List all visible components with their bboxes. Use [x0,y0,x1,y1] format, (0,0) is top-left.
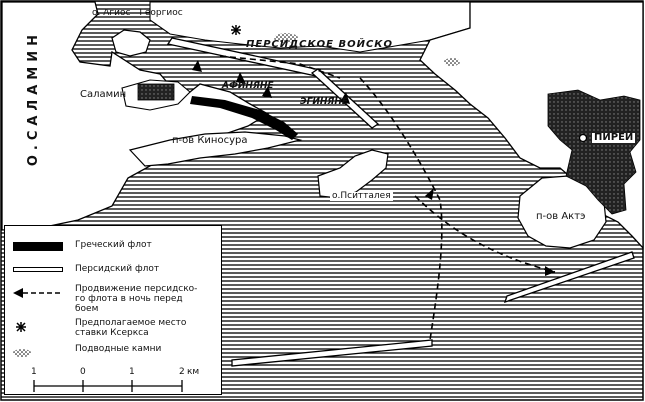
psittalia-label: о.Пситталея [330,191,393,201]
legend-label: Продвижение персидско- го флота в ночь п… [75,284,198,314]
agios-georgios-islet [111,29,151,57]
greek-fleet [190,96,298,140]
scale-unit: км [187,367,200,377]
legend: Греческий флот Персидский флот Продвижен… [4,225,222,395]
legend-label: Персидский флот [75,264,160,274]
salamis-island-label: О.САЛАМИН [26,30,41,167]
salamin-label: Саламин [80,89,127,100]
scale-tick: 1 [31,367,37,377]
greek-fleet-swatch [13,240,63,252]
star-icon [13,318,63,332]
legend-item-greek-fleet: Греческий флот [13,240,220,252]
piraeus-city [547,89,641,215]
pirei-label: ПИРЕЙ [592,132,636,143]
arrowheads [192,60,555,276]
legend-item-reefs: Подводные камни [13,344,220,357]
legend-label: Греческий флот [75,240,152,250]
persian-night-movement [219,55,556,341]
xerxes-star-icon [231,25,241,35]
reef [444,58,460,66]
reefs-swatch [13,344,63,357]
salamis-town [137,83,175,101]
legend-item-xerxes: Предполагаемое место ставки Ксеркса [13,318,220,338]
legend-item-night-movement: Продвижение персидско- го флота в ночь п… [13,284,220,314]
scale-tick: 2 [179,367,185,377]
aeginetans-label: ЭГИНЯНЕ [300,97,349,107]
agios-georgios-label: о. Агиос - Георгиос [92,8,183,18]
scale-tick: 0 [80,367,86,377]
persian-fleet [166,37,635,367]
legend-item-persian-fleet: Персидский флот [13,264,220,276]
salamis-island [1,1,270,231]
kinosura-label: п-ов Киносура [172,135,248,146]
legend-label: Подводные камни [75,344,162,354]
scale-tick: 1 [129,367,135,377]
aktie-label: п-ов Актэ [534,211,588,222]
athenians-label: АФИНЯНЕ [222,81,274,91]
persian-army-label: ПЕРСИДСКОЕ ВОЙСКО [246,39,393,50]
reef [274,33,298,43]
kynosura-peninsula [128,131,303,167]
piraeus-marker [578,133,588,143]
legend-label: Предполагаемое место ставки Ксеркса [75,318,187,338]
dashed-arrow-icon [13,284,63,298]
persian-fleet-swatch [13,264,63,276]
